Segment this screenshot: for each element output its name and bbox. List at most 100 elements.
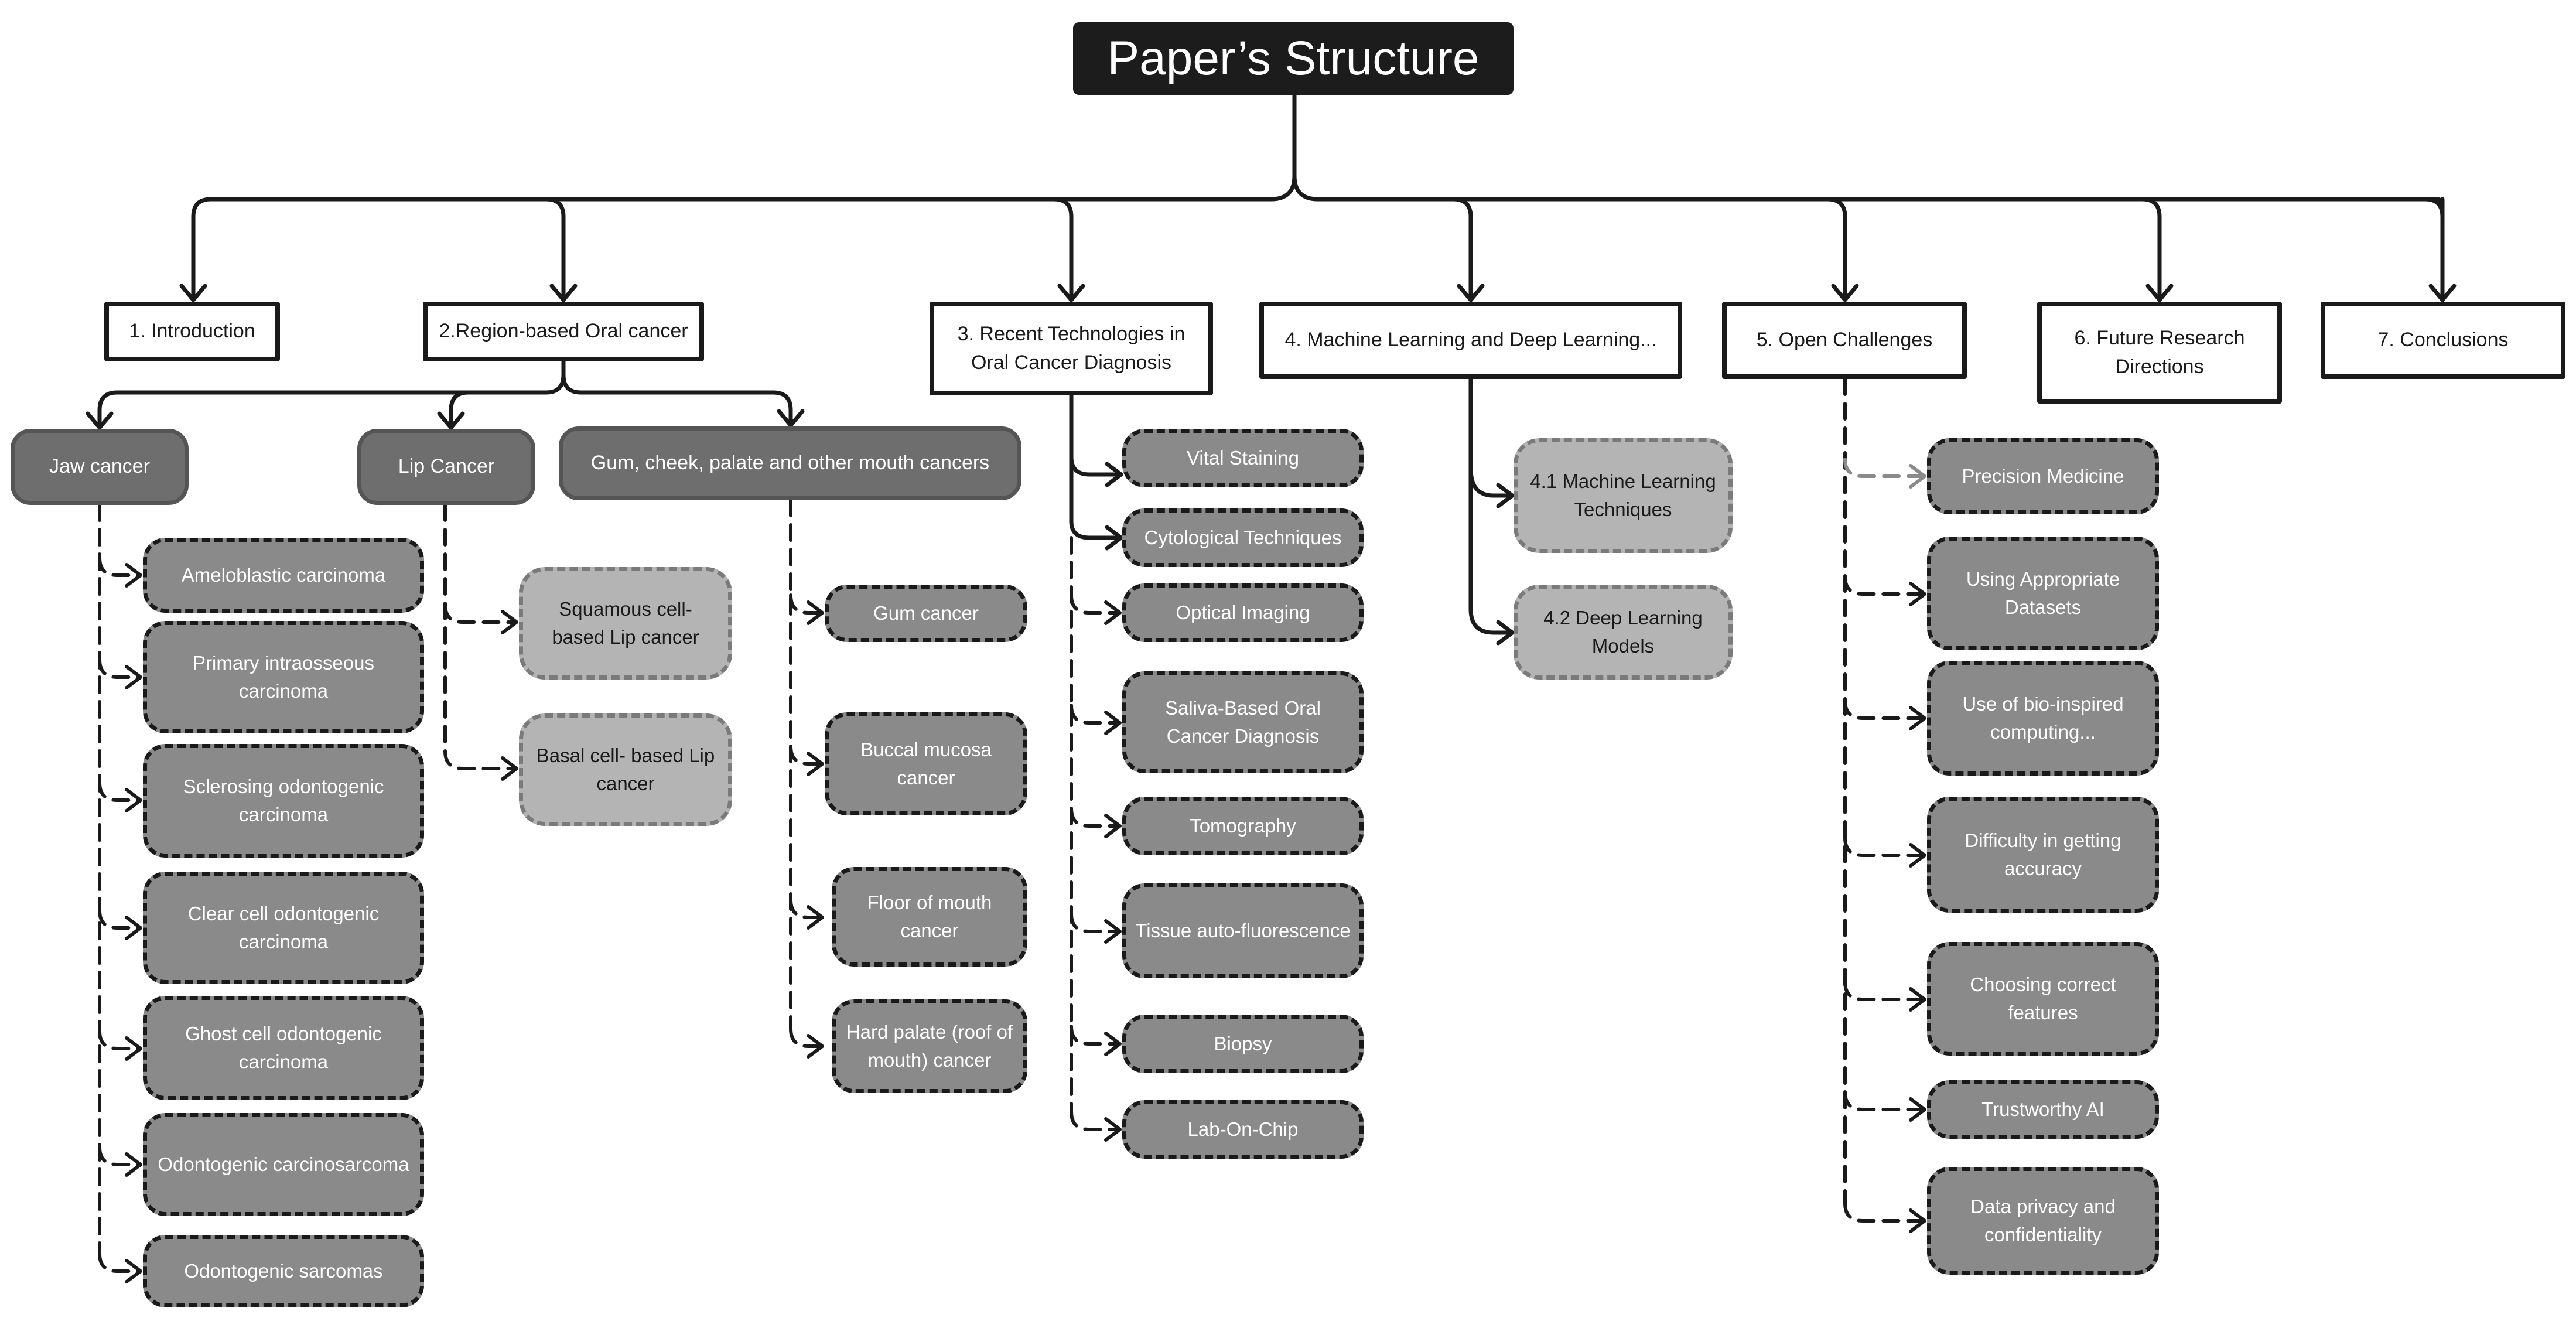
arrow-head — [1104, 711, 1122, 735]
arrow-head — [549, 284, 578, 302]
arrow-head — [807, 1034, 824, 1059]
solid-connector — [97, 359, 566, 429]
solid-connector — [1825, 197, 1847, 301]
arrow-head — [1104, 1032, 1122, 1056]
dashed-connector — [98, 909, 140, 930]
leaf-difficulty-getting-accuracy: Difficulty in getting accuracy — [1927, 797, 2159, 913]
arrow-head — [125, 1036, 142, 1061]
arrow-head — [1496, 483, 1515, 508]
arrow-head — [1457, 284, 1485, 302]
leaf-floor-of-mouth-cancer: Floor of mouth cancer — [832, 867, 1027, 967]
leaf-squamous-cell-lip-cancer: Squamous cell- based Lip cancer — [519, 567, 732, 680]
dashed-connector — [98, 1252, 140, 1273]
leaf-ghost-cell-odontogenic-carcinoma: Ghost cell odontogenic carcinoma — [143, 996, 424, 1100]
arrow-head — [777, 409, 805, 428]
section-recent-technologies: 3. Recent Technologies in Oral Cancer Di… — [930, 302, 1213, 395]
leaf-tomography: Tomography — [1122, 797, 1364, 855]
dashed-connector — [1070, 704, 1119, 725]
leaf-bio-inspired-computing: Use of bio-inspired computing... — [1927, 661, 2159, 776]
solid-connector — [1069, 455, 1122, 540]
dashed-connector — [1843, 1090, 1924, 1111]
arrow-head — [1909, 464, 1926, 489]
leaf-data-privacy-confidentiality: Data privacy and confidentiality — [1927, 1167, 2159, 1275]
leaf-clear-cell-odontogenic-carcinoma: Clear cell odontogenic carcinoma — [143, 872, 424, 984]
arrow-head — [1496, 620, 1515, 646]
dashed-connector — [789, 593, 822, 615]
solid-connector — [191, 173, 1297, 301]
leaf-hard-palate-cancer: Hard palate (roof of mouth) cancer — [832, 999, 1027, 1093]
arrow-head — [1909, 1208, 1926, 1233]
leaf-buccal-mucosa-cancer: Buccal mucosa cancer — [825, 712, 1027, 815]
dashed-connector — [789, 1027, 822, 1048]
arrow-head — [1104, 814, 1122, 838]
solid-connector — [2423, 197, 2445, 301]
section-open-challenges: 5. Open Challenges — [1722, 302, 1967, 379]
solid-connector — [449, 390, 471, 429]
dashed-connector — [1070, 1110, 1119, 1131]
dashed-connector — [1843, 980, 1924, 1001]
arrow-head — [807, 905, 824, 930]
arrow-head — [1909, 1097, 1926, 1122]
leaf-tissue-autofluorescence: Tissue auto-fluorescence — [1122, 883, 1364, 978]
leaf-sclerosing-odontogenic-carcinoma: Sclerosing odontogenic carcinoma — [143, 744, 424, 858]
arrow-head — [179, 284, 207, 302]
arrow-head — [2428, 284, 2457, 302]
arrow-head — [1104, 600, 1122, 625]
arrow-head — [1105, 462, 1123, 487]
solid-connector — [1468, 466, 1514, 635]
arrow-head — [1909, 706, 1926, 730]
arrow-head — [807, 752, 824, 776]
arrow-head — [125, 1259, 142, 1283]
solid-connector — [1292, 93, 2445, 207]
leaf-using-appropriate-datasets: Using Appropriate Datasets — [1927, 537, 2159, 650]
root-title: Paper’s Structure — [1073, 22, 1514, 95]
leaf-optical-imaging: Optical Imaging — [1122, 583, 1364, 642]
solid-connector — [1051, 197, 1074, 301]
leaf-gum-cancer: Gum cancer — [825, 585, 1027, 642]
arrow-head — [437, 411, 465, 430]
arrow-head — [1104, 919, 1122, 944]
leaf-trustworthy-ai: Trustworthy AI — [1927, 1080, 2159, 1139]
dashed-connector — [1843, 575, 1924, 596]
leaf-machine-learning-techniques: 4.1 Machine Learning Techniques — [1514, 438, 1733, 553]
arrow-head — [1909, 987, 1926, 1012]
dashed-connector — [1843, 836, 1924, 857]
dashed-connector — [98, 658, 140, 679]
arrow-head — [125, 916, 142, 940]
arrow-head — [1831, 284, 1859, 302]
leaf-primary-intraosseous-carcinoma: Primary intraosseous carcinoma — [143, 621, 424, 733]
leaf-ameloblastic-carcinoma: Ameloblastic carcinoma — [143, 538, 424, 613]
dashed-connector — [789, 745, 822, 766]
arrow-head — [1909, 582, 1926, 606]
solid-connector — [1451, 197, 1473, 301]
category-jaw-cancer: Jaw cancer — [11, 429, 189, 505]
arrow-head — [125, 563, 142, 588]
leaf-biopsy: Biopsy — [1122, 1015, 1364, 1073]
leaf-odontogenic-carcinosarcoma: Odontogenic carcinosarcoma — [143, 1113, 424, 1216]
section-conclusions: 7. Conclusions — [2321, 302, 2565, 379]
arrow-head — [86, 411, 114, 430]
dashed-connector — [789, 898, 822, 919]
leaf-odontogenic-sarcomas: Odontogenic sarcomas — [143, 1235, 424, 1307]
arrow-head — [501, 756, 518, 781]
section-future-research-directions: 6. Future Research Directions — [2037, 302, 2282, 404]
leaf-precision-medicine: Precision Medicine — [1927, 438, 2159, 514]
category-lip-cancer: Lip Cancer — [357, 429, 535, 505]
section-region-based-oral-cancer: 2.Region-based Oral cancer — [423, 302, 704, 361]
arrow-head — [125, 1152, 142, 1177]
dashed-connector — [443, 749, 516, 770]
arrow-head — [501, 610, 518, 634]
dashed-connector — [1843, 699, 1924, 720]
leaf-choosing-correct-features: Choosing correct features — [1927, 942, 2159, 1056]
leaf-vital-staining: Vital Staining — [1122, 429, 1364, 487]
arrow-head — [1909, 843, 1926, 868]
arrow-head — [1104, 1117, 1122, 1142]
solid-connector — [561, 373, 793, 426]
dashed-connector — [1070, 1025, 1119, 1046]
section-machine-learning-deep-learning: 4. Machine Learning and Deep Learning... — [1259, 302, 1682, 379]
solid-connector — [1468, 377, 1514, 498]
leaf-lab-on-chip: Lab-On-Chip — [1122, 1100, 1364, 1159]
section-introduction: 1. Introduction — [104, 302, 280, 361]
